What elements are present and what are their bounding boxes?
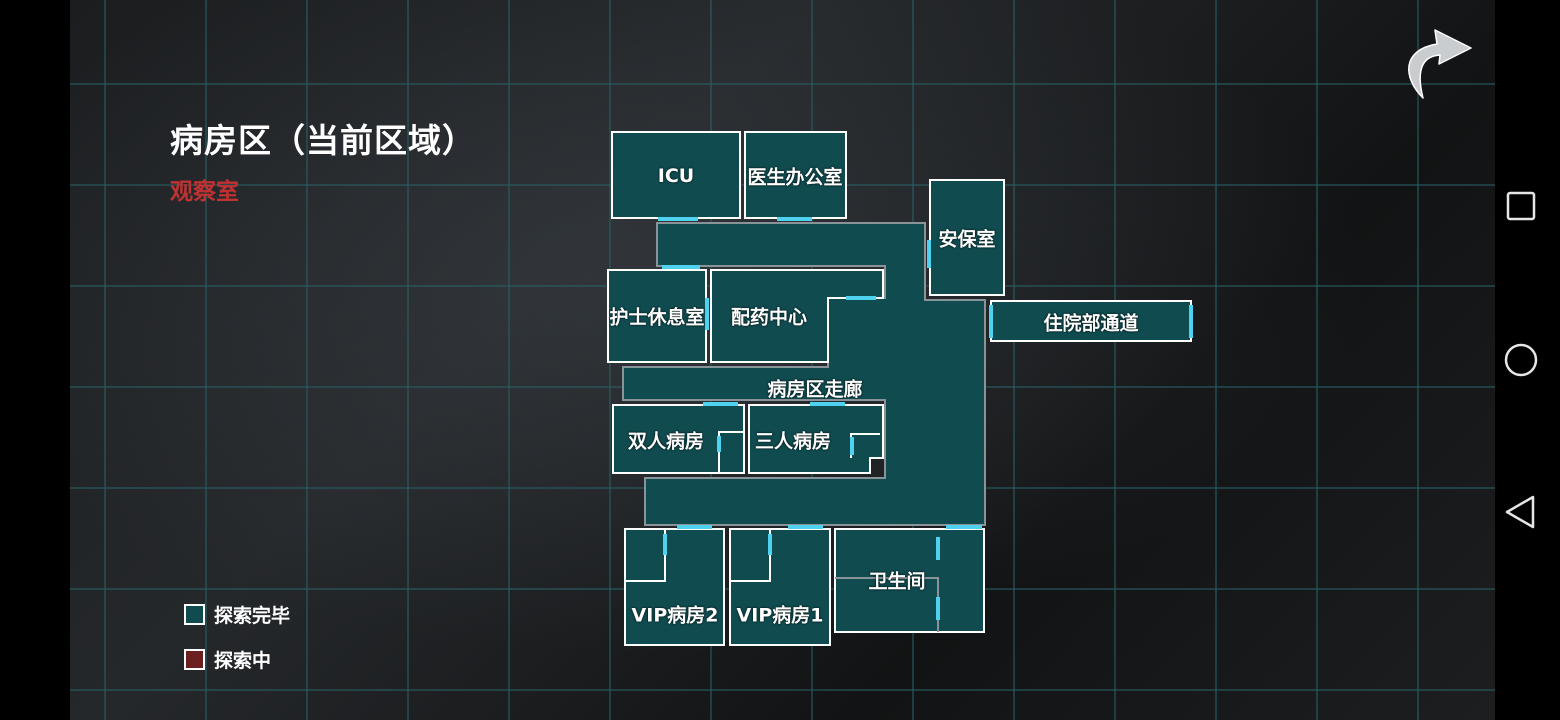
room-pharmacy[interactable] — [710, 269, 884, 363]
room-restroom[interactable] — [834, 528, 985, 633]
legend-exploring: 探索中 — [184, 646, 271, 673]
room-label-security: 安保室 — [938, 228, 996, 251]
legend-exploring-label: 探索中 — [214, 650, 272, 672]
room-label-nurse-lounge: 护士休息室 — [609, 306, 705, 329]
recent-apps-button[interactable] — [1500, 185, 1542, 227]
corridor-floor[interactable] — [622, 222, 986, 526]
room-label-vip-1: VIP病房1 — [736, 604, 824, 627]
room-security[interactable] — [929, 179, 1005, 296]
legend-explored-swatch — [184, 604, 205, 625]
room-label-vip-2: VIP病房2 — [631, 604, 719, 627]
triangle-back-icon — [1505, 495, 1535, 529]
room-label-restroom: 卫生间 — [868, 570, 926, 593]
room-icu[interactable] — [611, 131, 741, 219]
room-label-icu: ICU — [657, 165, 695, 187]
room-vip-2[interactable] — [624, 528, 725, 646]
circle-icon — [1504, 343, 1538, 377]
square-icon — [1506, 191, 1536, 221]
room-label-doctor-office: 医生办公室 — [747, 166, 843, 189]
room-double-ward[interactable] — [612, 404, 745, 474]
system-back-button[interactable] — [1500, 491, 1542, 533]
room-label-corridor: 病房区走廊 — [767, 378, 863, 401]
room-vip-1[interactable] — [729, 528, 831, 646]
room-label-double-ward: 双人病房 — [627, 430, 705, 453]
double-ward-bathroom — [718, 431, 744, 473]
room-label-triple-ward: 三人病房 — [754, 430, 832, 453]
legend-explored-label: 探索完毕 — [214, 605, 291, 627]
room-doctor-office[interactable] — [744, 131, 847, 219]
legend-explored: 探索完毕 — [184, 601, 290, 628]
home-button[interactable] — [1500, 339, 1542, 381]
current-room-label: 观察室 — [170, 179, 239, 205]
room-label-inpatient-passage: 住院部通道 — [1043, 312, 1139, 335]
legend-exploring-swatch — [184, 649, 205, 670]
room-triple-ward[interactable] — [748, 404, 884, 474]
area-title: 病房区（当前区域） — [170, 121, 476, 160]
curved-back-arrow-icon — [1408, 29, 1472, 99]
room-label-pharmacy: 配药中心 — [730, 306, 808, 329]
back-button[interactable] — [1395, 28, 1475, 108]
